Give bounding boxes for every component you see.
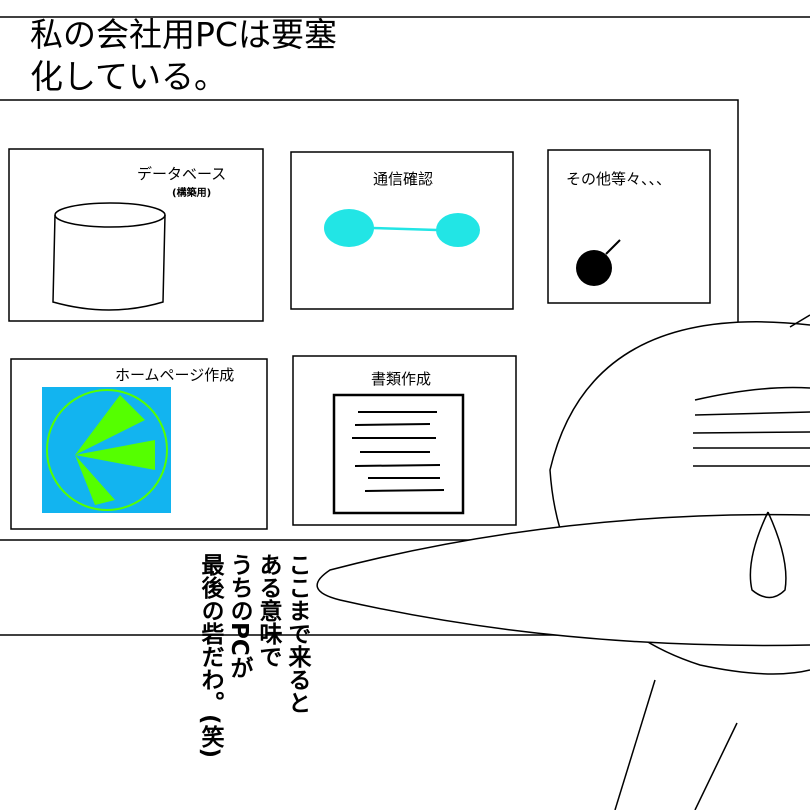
others-label: その他等々、、、: [566, 170, 672, 188]
speech-line: 最後の砦だわ。(笑): [197, 553, 223, 759]
homepage-label: ホームページ作成: [115, 366, 235, 384]
database-window: [8, 148, 264, 322]
others-window: [547, 149, 711, 304]
speech-line: ここまで来ると: [284, 553, 310, 714]
database-label: データベース: [137, 165, 227, 183]
speech-line: うちのPCが: [226, 553, 252, 679]
database-cylinder-icon: [52, 202, 166, 311]
monitor-frame: [0, 99, 739, 541]
document-icon: [332, 393, 465, 515]
homepage-graphic-icon: [42, 387, 171, 513]
bomb-icon: [576, 239, 621, 286]
documents-label: 書類作成: [371, 370, 432, 388]
database-sublabel: (構築用): [172, 188, 212, 199]
character-head: [316, 314, 810, 810]
page-title: 私の会社用PCは要塞 化している。: [30, 15, 337, 96]
speech-text: ここまで来ると ある意味で うちのPCが 最後の砦だわ。(笑): [195, 553, 311, 783]
network-label: 通信確認: [373, 170, 434, 188]
network-nodes-icon: [324, 209, 480, 247]
speech-line: ある意味で: [255, 553, 281, 668]
